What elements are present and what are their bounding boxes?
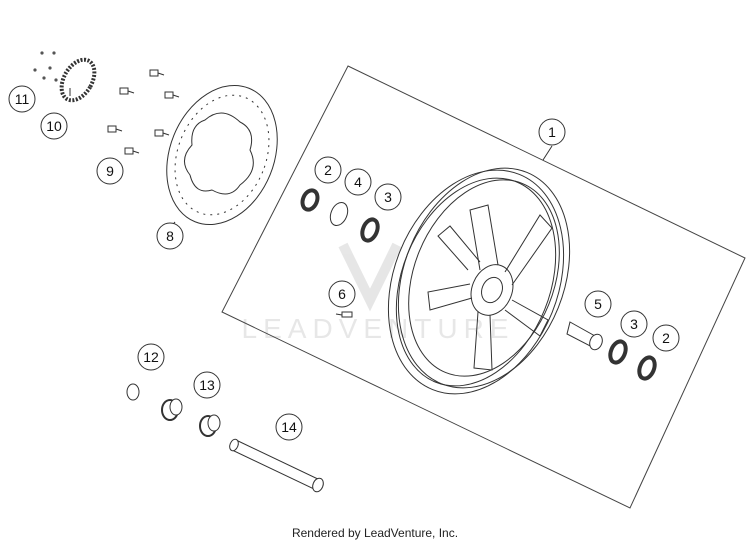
svg-text:14: 14 (281, 419, 297, 435)
svg-text:9: 9 (106, 163, 114, 179)
svg-text:8: 8 (166, 228, 174, 244)
callout-1: 1 (538, 118, 566, 146)
circlip-4 (329, 201, 349, 227)
callout-2-right: 2 (652, 324, 680, 352)
footer-credit: Rendered by LeadVenture, Inc. (291, 526, 459, 540)
svg-text:10: 10 (46, 118, 62, 134)
callout-9: 9 (96, 157, 124, 185)
svg-text:2: 2 (324, 162, 332, 178)
disc-bolts (107, 69, 180, 155)
seal-2-left (300, 188, 320, 212)
callout-8: 8 (156, 222, 184, 250)
callout-3-left: 3 (374, 183, 402, 211)
spacer-12 (126, 383, 140, 401)
bearing-3-right (608, 339, 628, 365)
sensor-ring (59, 57, 97, 103)
callout-4: 4 (344, 168, 372, 196)
svg-text:5: 5 (594, 296, 602, 312)
callout-10: 10 (40, 112, 68, 140)
callout-2-left: 2 (314, 156, 342, 184)
bearing-3-left (360, 217, 380, 243)
watermark-logo-icon (338, 242, 402, 312)
svg-text:11: 11 (15, 91, 30, 107)
watermark-text: LEADVENTURE (242, 313, 515, 344)
svg-text:2: 2 (662, 330, 670, 346)
svg-text:4: 4 (354, 174, 362, 190)
valve-6 (335, 311, 353, 318)
seal-2-right (637, 355, 657, 381)
brake-disc (166, 84, 278, 226)
wheel-assembly-frame (221, 65, 746, 509)
axle-14 (229, 438, 324, 493)
callout-14: 14 (275, 413, 303, 441)
spacer-5 (566, 321, 603, 351)
watermark: LEADVENTURE (242, 242, 515, 344)
callout-3-right: 3 (620, 310, 648, 338)
callout-5: 5 (584, 290, 612, 318)
sensor-ring-screws (33, 51, 58, 82)
svg-text:13: 13 (199, 377, 215, 393)
svg-text:3: 3 (630, 316, 638, 332)
spacer-13b (199, 414, 221, 437)
svg-text:1: 1 (548, 124, 556, 140)
callout-13: 13 (193, 371, 221, 399)
callout-11: 11 (8, 85, 36, 113)
svg-text:12: 12 (143, 349, 159, 365)
svg-text:6: 6 (338, 286, 346, 302)
svg-text:3: 3 (384, 189, 392, 205)
spacer-13a (161, 398, 183, 421)
callout-6: 6 (328, 280, 356, 308)
front-wheel (387, 167, 571, 395)
callout-12: 12 (137, 343, 165, 371)
